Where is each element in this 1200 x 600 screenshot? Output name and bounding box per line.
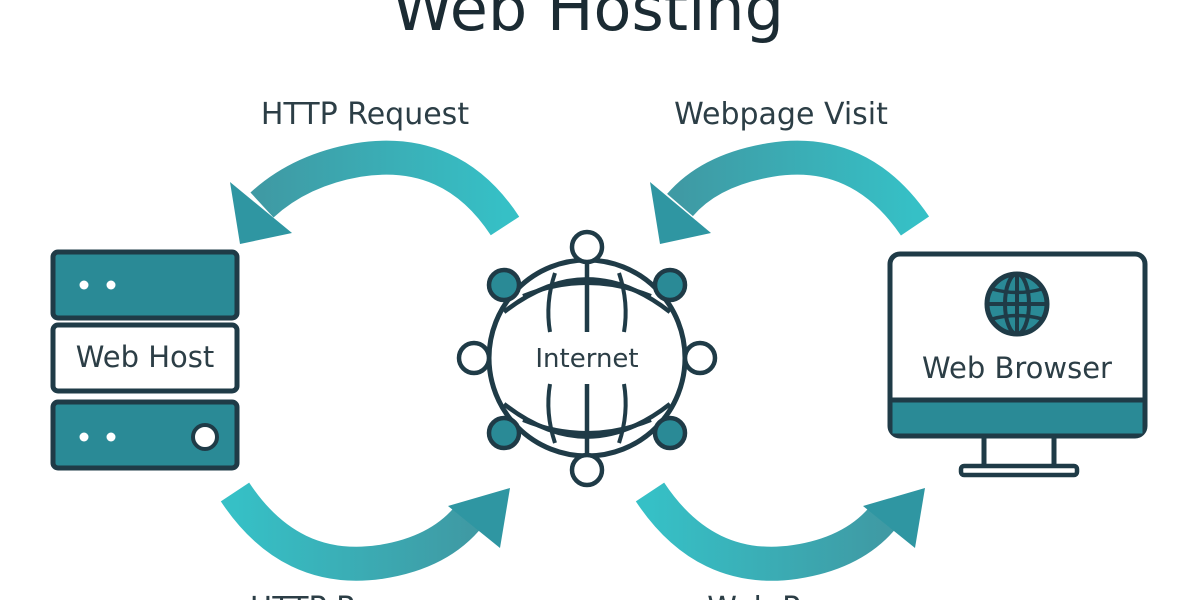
monitor-bezel xyxy=(892,400,1143,434)
http-response-arrow xyxy=(220,482,510,581)
server-unit-bottom xyxy=(50,399,240,471)
web-host-label: Web Host xyxy=(76,340,214,374)
monitor-base xyxy=(958,463,1080,478)
server-led xyxy=(106,280,116,290)
webpage-visit-arrow xyxy=(650,140,930,244)
http-response-label: HTTP Response xyxy=(250,591,480,600)
network-node xyxy=(486,267,522,303)
http-request-arrow xyxy=(230,140,520,244)
server-power-button xyxy=(191,423,219,451)
network-node xyxy=(652,267,688,303)
network-node xyxy=(486,415,522,451)
web-browser-monitor: Web Browser xyxy=(887,251,1148,478)
network-node xyxy=(652,415,688,451)
network-node xyxy=(456,340,492,376)
web-browser-label: Web Browser xyxy=(922,351,1112,385)
server-led xyxy=(79,280,89,290)
network-node xyxy=(569,229,605,265)
server-led xyxy=(79,432,89,442)
internet-globe: Internet xyxy=(456,229,718,488)
network-node xyxy=(569,452,605,488)
webpage-visit-label: Webpage Visit xyxy=(674,97,888,132)
web-host-server: Web Host xyxy=(50,249,240,471)
server-led xyxy=(106,432,116,442)
server-unit-top xyxy=(50,249,240,321)
web-page-label: Web Page xyxy=(707,591,855,600)
web-page-arrow xyxy=(635,482,925,581)
server-unit-middle xyxy=(50,322,240,394)
network-node xyxy=(682,340,718,376)
internet-label: Internet xyxy=(535,344,638,374)
globe-icon xyxy=(984,271,1050,337)
http-request-label: HTTP Request xyxy=(261,97,469,132)
diagram-title: Web Hosting xyxy=(392,0,784,45)
